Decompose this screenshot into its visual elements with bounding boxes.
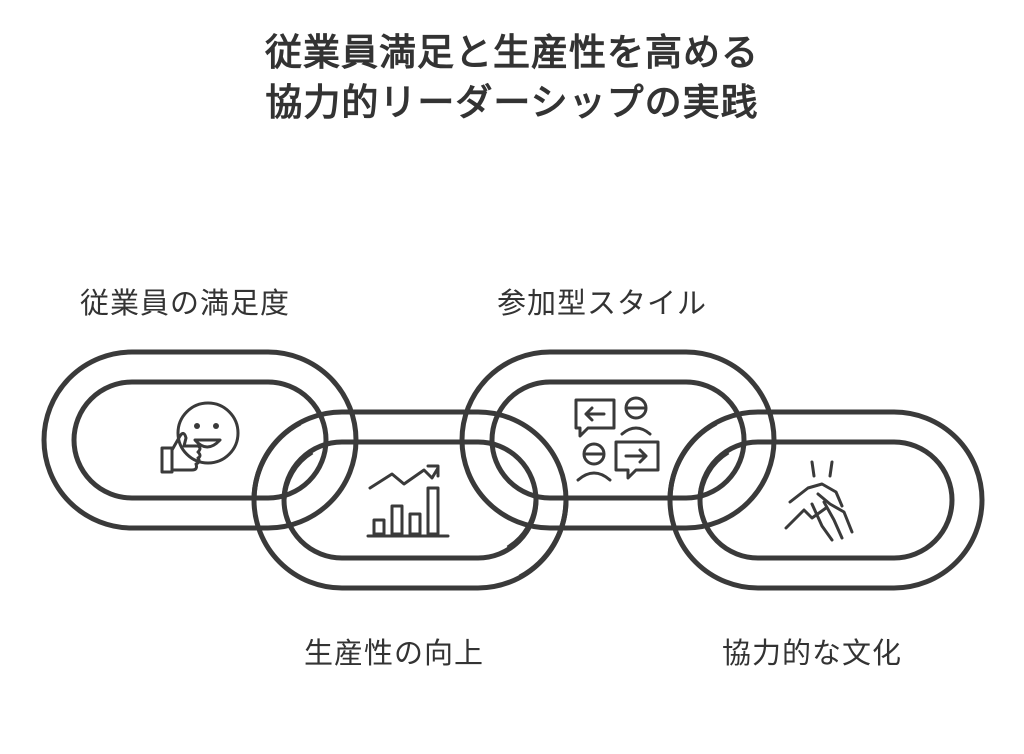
growth-bar-chart-icon (366, 464, 450, 538)
label-employee-satisfaction: 従業員の満足度 (80, 286, 291, 320)
conversation-icon (574, 396, 660, 482)
chain-link-satisfaction (41, 349, 359, 531)
title-line-2: 協力的リーダーシップの実践 (265, 81, 759, 124)
chain-link-participative (459, 349, 777, 531)
label-productivity-improvement: 生産性の向上 (304, 636, 485, 670)
chain-link-productivity (251, 409, 569, 591)
title-line-1: 従業員満足と生産性を高める (265, 31, 759, 74)
stacked-hands-icon (784, 460, 854, 542)
smiley-thumbs-up-icon (160, 401, 240, 474)
diagram-title: 従業員満足と生産性を高める 協力的リーダーシップの実践 (0, 28, 1024, 128)
chain-interlock-overlays (251, 420, 730, 580)
label-participative-style: 参加型スタイル (497, 286, 708, 320)
label-cooperative-culture: 協力的な文化 (722, 636, 903, 670)
